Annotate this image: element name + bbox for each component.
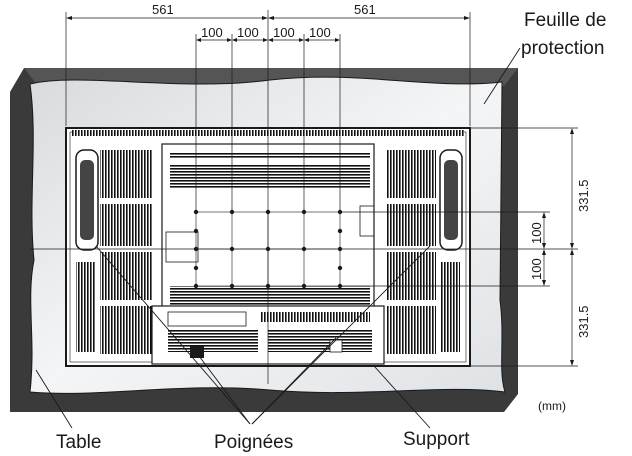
right-handle	[439, 149, 463, 251]
dim-right-upper: 331.5	[576, 179, 591, 212]
left-handle	[75, 149, 99, 251]
callout-leaders	[35, 47, 521, 429]
label-protection-line1: Feuille de	[524, 10, 606, 31]
label-support: Support	[403, 429, 470, 450]
dimension-arrowheads	[66, 16, 574, 366]
dim-spacing-4: 100	[309, 25, 331, 40]
dim-spacing-3: 100	[273, 25, 295, 40]
label-protection-line2: protection	[521, 38, 604, 59]
vesa-holes	[193, 209, 343, 289]
right-vents	[386, 150, 460, 354]
dim-right-mid-upper: 100	[529, 222, 544, 244]
dim-right-mid-lower: 100	[529, 258, 544, 280]
dim-left-561: 561	[152, 2, 174, 17]
label-handles: Poignées	[214, 432, 293, 453]
dim-right-lower: 331.5	[576, 305, 591, 338]
label-table: Table	[56, 432, 101, 453]
dim-spacing-2: 100	[237, 25, 259, 40]
dim-right-561: 561	[354, 2, 376, 17]
dimension-lines	[30, 10, 578, 384]
monitor-back-panel	[65, 127, 471, 367]
label-unit: (mm)	[538, 399, 566, 413]
left-vents	[76, 150, 152, 354]
dim-spacing-1: 100	[201, 25, 223, 40]
